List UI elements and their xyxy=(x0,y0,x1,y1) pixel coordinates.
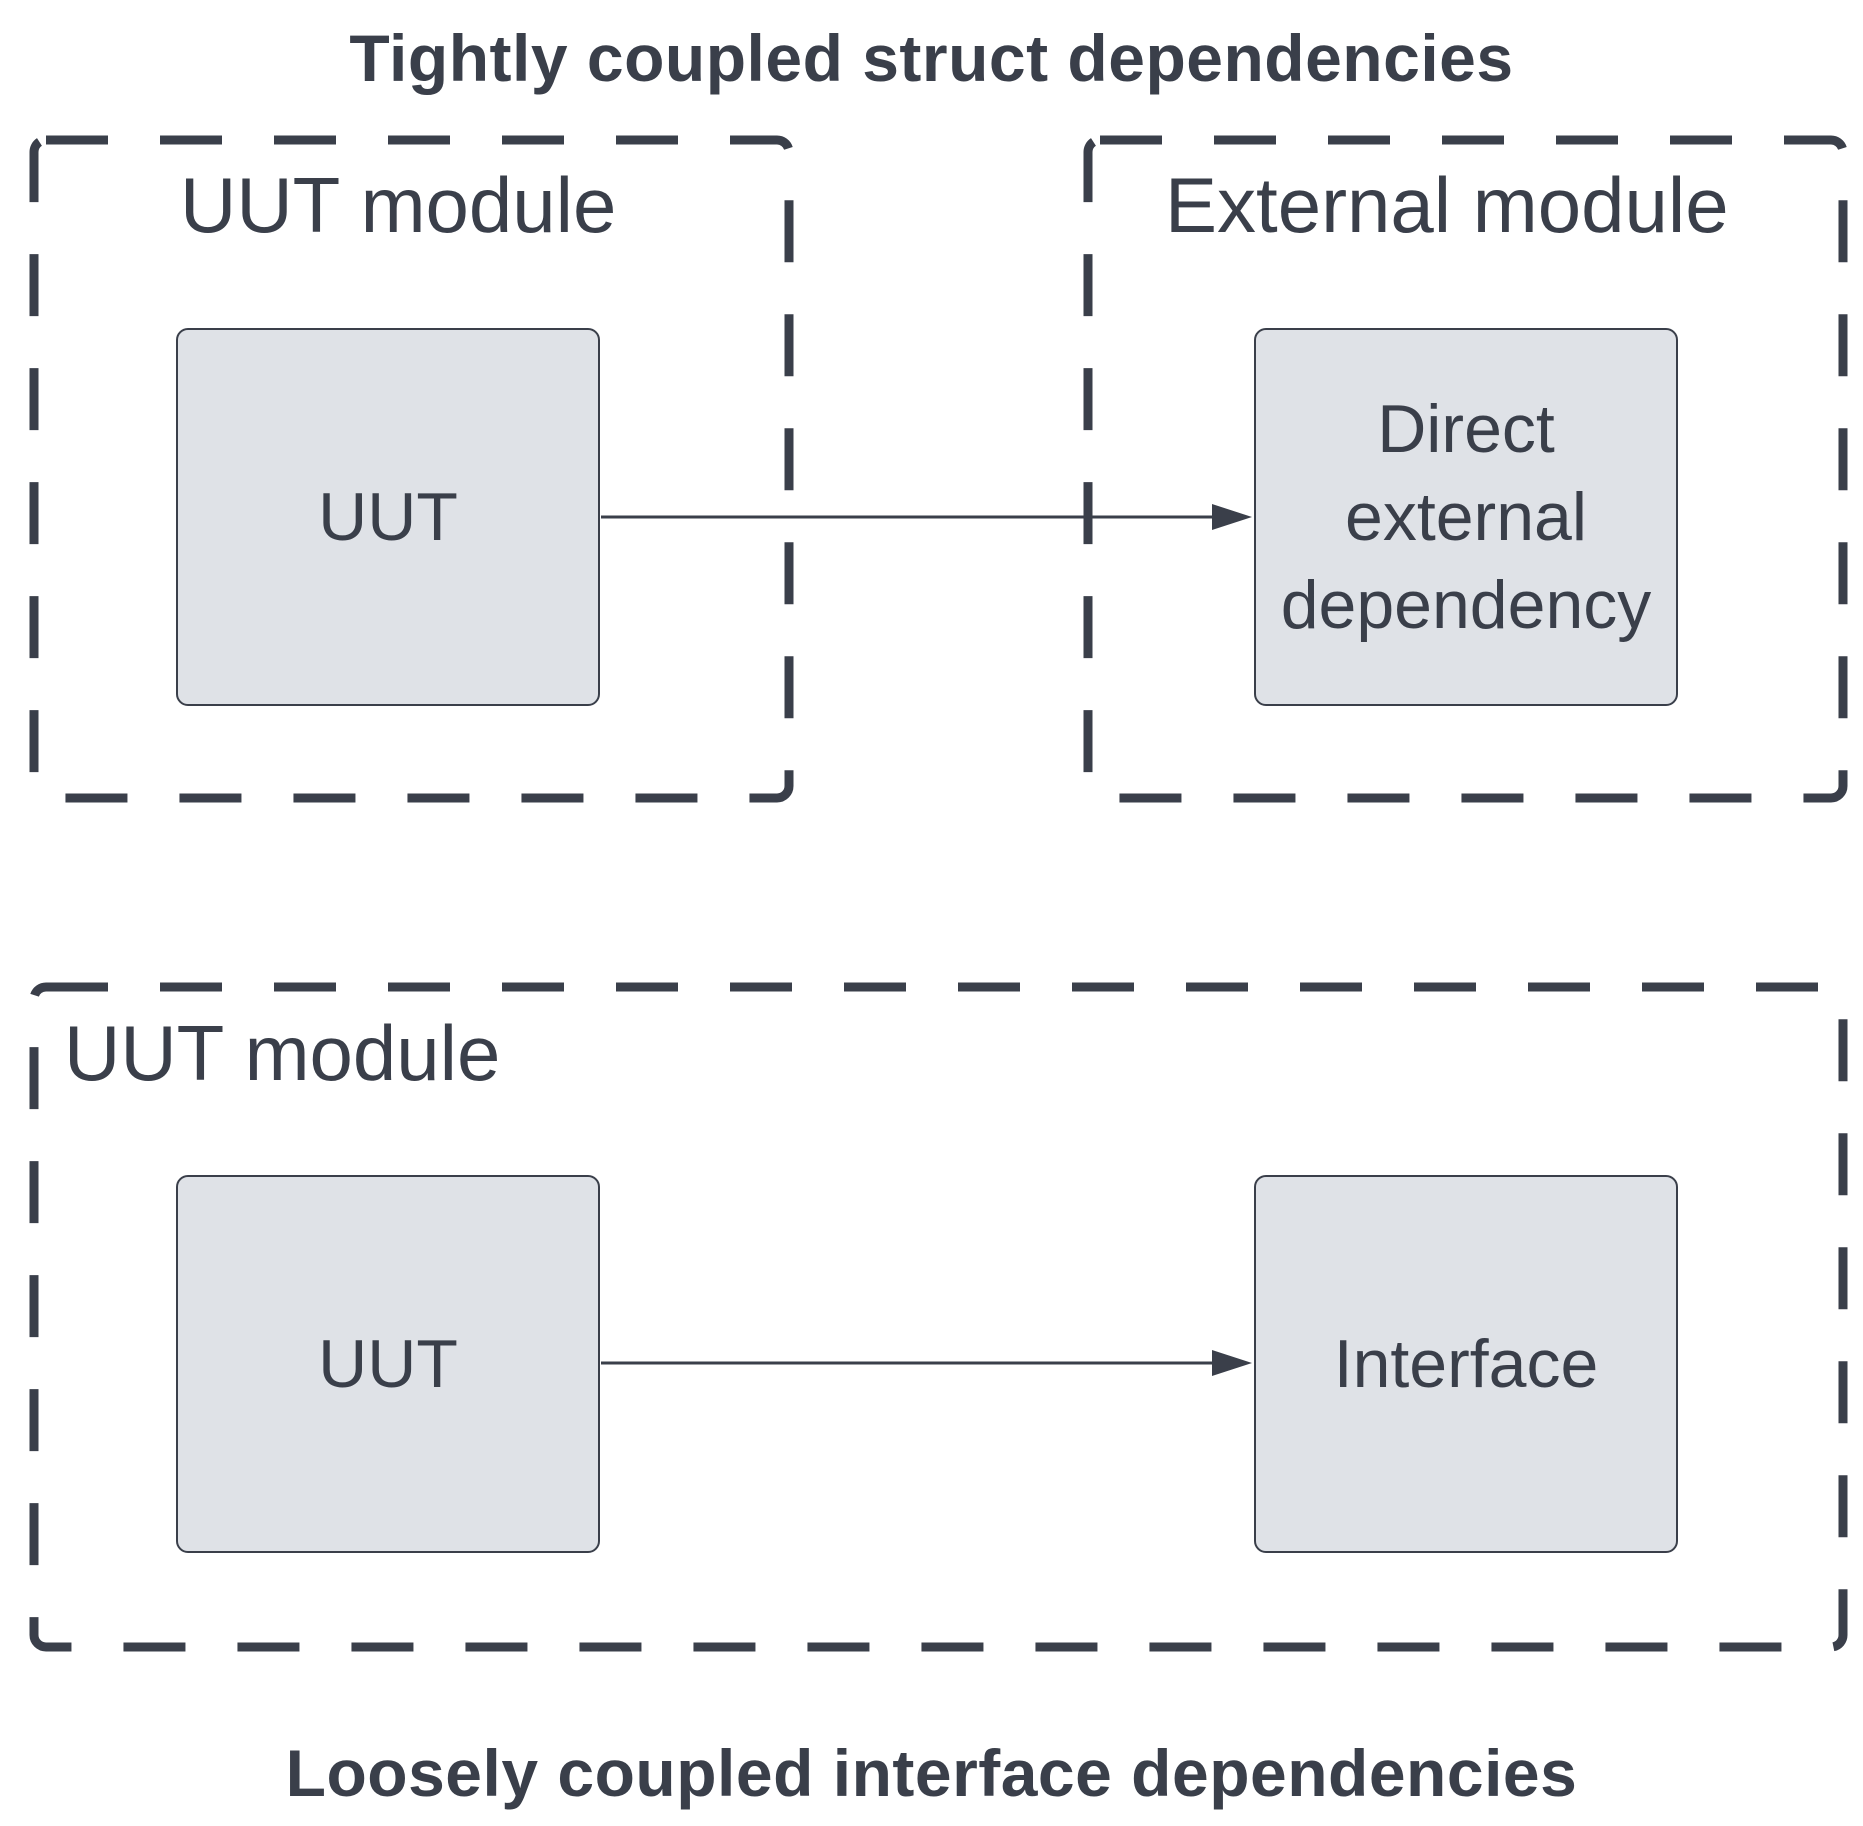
uut-module-label-bottom: UUT module xyxy=(64,1009,501,1097)
external-module-group xyxy=(1083,135,1848,803)
uut-module-label-top: UUT module xyxy=(180,161,617,249)
uut-node-bottom-label: UUT xyxy=(318,1326,458,1402)
external-module-label: External module xyxy=(1165,161,1729,249)
uut-module-group-bottom xyxy=(29,982,1848,1652)
bottom-diagram-title: Loosely coupled interface dependencies xyxy=(285,1736,1578,1810)
interface-node: Interface xyxy=(1254,1175,1678,1553)
interface-node-label: Interface xyxy=(1333,1326,1599,1402)
dependency-node-line-3: dependency xyxy=(1280,567,1652,643)
interface-dependency-arrowhead xyxy=(1212,1350,1252,1376)
direct-dependency-arrowhead xyxy=(1212,504,1252,530)
top-diagram-title: Tightly coupled struct dependencies xyxy=(349,21,1514,95)
uut-node-bottom: UUT xyxy=(176,1175,600,1553)
dependency-node-line-2: external xyxy=(1345,479,1587,555)
uut-node-top-label: UUT xyxy=(318,479,458,555)
dependency-node-line-1: Direct xyxy=(1377,391,1555,467)
direct-external-dependency-node: Direct external dependency xyxy=(1254,328,1678,706)
uut-module-group-top xyxy=(29,135,794,803)
uut-node-top: UUT xyxy=(176,328,600,706)
